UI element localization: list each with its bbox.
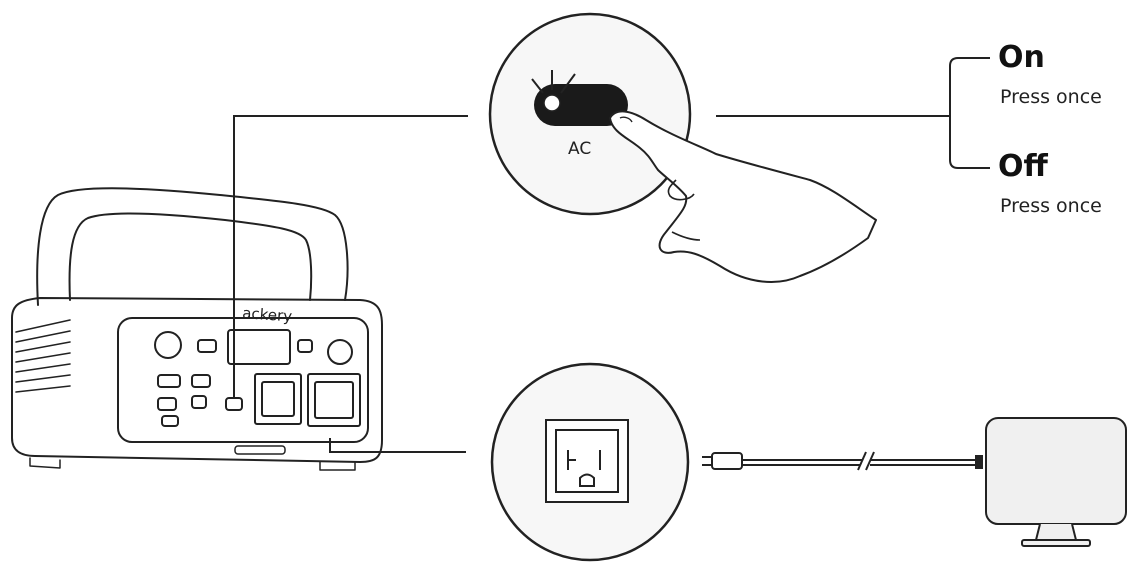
state-off-title: Off: [998, 149, 1049, 184]
ac-outlet-icon: [545, 419, 629, 503]
monitor-icon: [985, 417, 1127, 547]
state-off-instruction: Press once: [1000, 195, 1102, 217]
connector-lines: [233, 57, 990, 453]
state-on-title: On: [998, 40, 1045, 75]
state-off: Off Press once: [998, 149, 1102, 217]
led-indicator-icon: [531, 70, 576, 112]
power-plug-icon: [702, 452, 743, 470]
side-vents: [15, 319, 71, 393]
state-on: On Press once: [998, 40, 1102, 108]
brand-label: ackery: [242, 304, 293, 325]
ac-button-label: AC: [568, 139, 591, 159]
power-station-icon: [11, 187, 383, 471]
finger-press-icon: [609, 110, 877, 283]
ac-button-icon: [534, 84, 628, 126]
power-cord-icon: [742, 451, 983, 471]
state-on-instruction: Press once: [1000, 86, 1102, 108]
